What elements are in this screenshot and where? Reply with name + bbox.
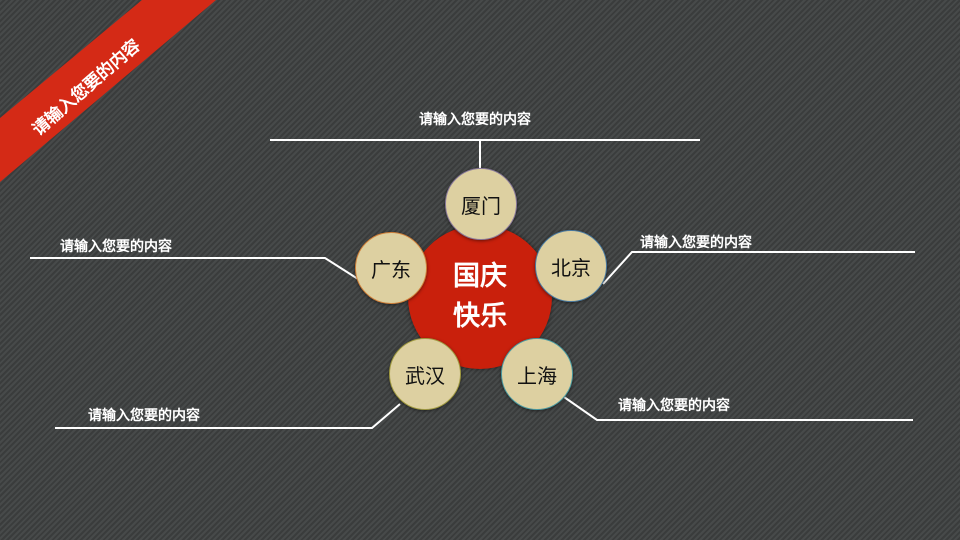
- node-beijing: 北京: [535, 230, 607, 302]
- label-left: 请输入您要的内容: [60, 239, 172, 255]
- connector-left: [30, 257, 359, 280]
- connector-bottom-left: [55, 403, 401, 429]
- node-guangdong: 广东: [355, 232, 427, 304]
- label-bottom-left: 请输入您要的内容: [88, 408, 200, 424]
- label-right: 请输入您要的内容: [640, 235, 752, 251]
- connector-right: [602, 251, 915, 285]
- node-xiamen: 厦门: [445, 168, 517, 240]
- node-wuhan: 武汉: [389, 338, 461, 410]
- center-line1: 国庆: [453, 261, 507, 292]
- node-shanghai: 上海: [501, 338, 573, 410]
- label-top: 请输入您要的内容: [419, 112, 531, 128]
- connector-bottom-right: [563, 396, 913, 421]
- center-line2: 快乐: [453, 301, 507, 332]
- label-bottom-right: 请输入您要的内容: [618, 398, 730, 414]
